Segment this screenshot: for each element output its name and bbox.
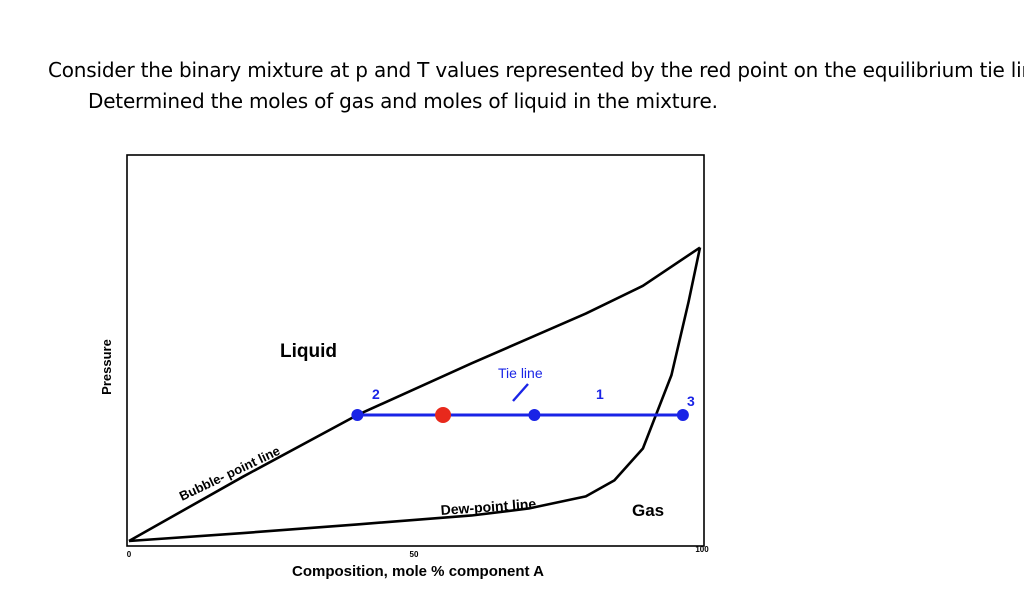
- y-axis-label: Pressure: [99, 339, 114, 395]
- plot-frame: [126, 154, 705, 547]
- x-tick-label-50: 50: [410, 550, 419, 559]
- tie-line-point-2: [351, 408, 364, 421]
- x-axis-label: Composition, mole % component A: [292, 563, 544, 580]
- point-label-2: 2: [372, 386, 380, 402]
- point-label-3: 3: [687, 393, 695, 409]
- tie-line-point-1: [528, 408, 541, 421]
- dew-point-line: [128, 247, 702, 543]
- question-line-1: Consider the binary mixture at p and T v…: [48, 58, 1024, 82]
- x-tick-label-0: 0: [127, 550, 132, 559]
- bubble-point-line: [128, 246, 701, 543]
- region-label-liquid: Liquid: [280, 341, 337, 362]
- x-tick-label-100: 100: [695, 545, 709, 554]
- marks-layer: [351, 406, 689, 423]
- point-label-1: 1: [596, 386, 604, 402]
- tie-line-pointer: [512, 383, 529, 402]
- region-label-gas: Gas: [632, 501, 664, 520]
- question-line-2: Determined the moles of gas and moles of…: [88, 89, 718, 113]
- tie-line-point-3: [676, 408, 689, 421]
- dew-point-line-label: Dew-point line: [440, 495, 537, 518]
- bubble-point-line-label: Bubble- point line: [177, 443, 283, 504]
- series-layer: [128, 246, 702, 543]
- state-point-red: [435, 406, 452, 423]
- tie-line-label: Tie line: [498, 365, 543, 381]
